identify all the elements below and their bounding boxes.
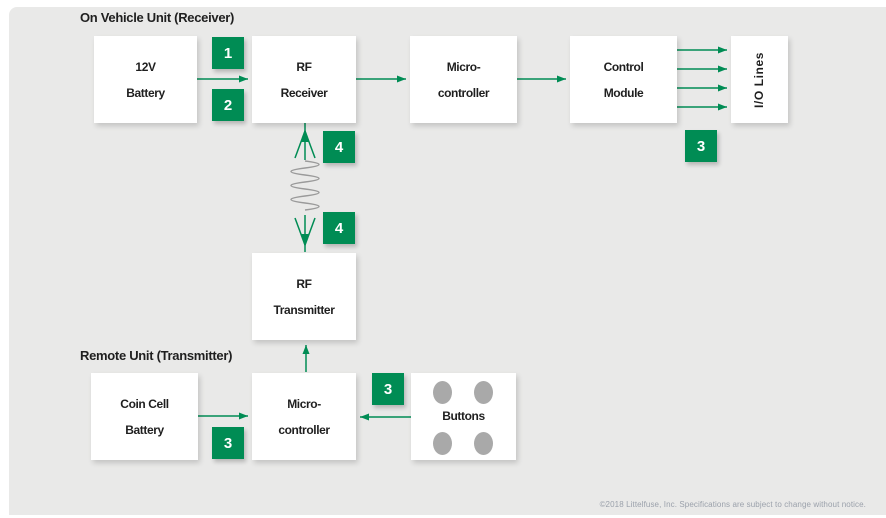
block-control-module-line2: Module — [603, 85, 644, 100]
block-rf-receiver-line2: Receiver — [280, 85, 328, 100]
block-buttons: Buttons — [411, 373, 516, 460]
copyright-notice: ©2018 Littelfuse, Inc. Specifications ar… — [599, 500, 866, 509]
block-microcontroller-transmitter-line1: Micro- — [287, 396, 321, 411]
badge-2: 2 — [212, 89, 244, 121]
block-12v-battery-line2: Battery — [126, 85, 165, 100]
block-rf-transmitter-line2: Transmitter — [273, 302, 335, 317]
badge-1: 1 — [212, 37, 244, 69]
block-rf-receiver: RF Receiver — [252, 36, 356, 123]
block-coin-cell-battery-line2: Battery — [125, 422, 164, 437]
block-microcontroller-receiver-line1: Micro- — [446, 59, 481, 74]
block-control-module: Control Module — [570, 36, 677, 123]
badge-3-coin-cell: 3 — [212, 427, 244, 459]
transmitter-section-title: Remote Unit (Transmitter) — [80, 348, 233, 363]
block-microcontroller-transmitter-line2: controller — [278, 422, 330, 437]
block-buttons-label: Buttons — [442, 408, 485, 423]
block-rf-transmitter: RF Transmitter — [252, 253, 356, 340]
block-microcontroller-transmitter: Micro- controller — [252, 373, 356, 460]
block-rf-transmitter-line1: RF — [296, 276, 312, 291]
block-io-lines-label: I/O Lines — [752, 51, 767, 108]
block-12v-battery-line1: 12V — [135, 59, 156, 74]
block-microcontroller-receiver-line2: controller — [437, 85, 490, 100]
block-rf-receiver-line1: RF — [296, 59, 312, 74]
button-dot-icon — [433, 381, 452, 404]
badge-4-receiver: 4 — [323, 131, 355, 163]
button-dot-icon — [433, 432, 452, 455]
badge-4-transmitter: 4 — [323, 212, 355, 244]
block-microcontroller-receiver: Micro- controller — [410, 36, 517, 123]
button-dot-icon — [474, 432, 493, 455]
badge-3-buttons: 3 — [372, 373, 404, 405]
receiver-section-title: On Vehicle Unit (Receiver) — [80, 10, 235, 25]
block-12v-battery: 12V Battery — [94, 36, 197, 123]
block-io-lines: I/O Lines — [731, 36, 788, 123]
block-control-module-line1: Control — [603, 59, 644, 74]
block-coin-cell-battery: Coin Cell Battery — [91, 373, 198, 460]
block-coin-cell-battery-line1: Coin Cell — [120, 396, 169, 411]
badge-3-io-lines: 3 — [685, 130, 717, 162]
button-dot-icon — [474, 381, 493, 404]
